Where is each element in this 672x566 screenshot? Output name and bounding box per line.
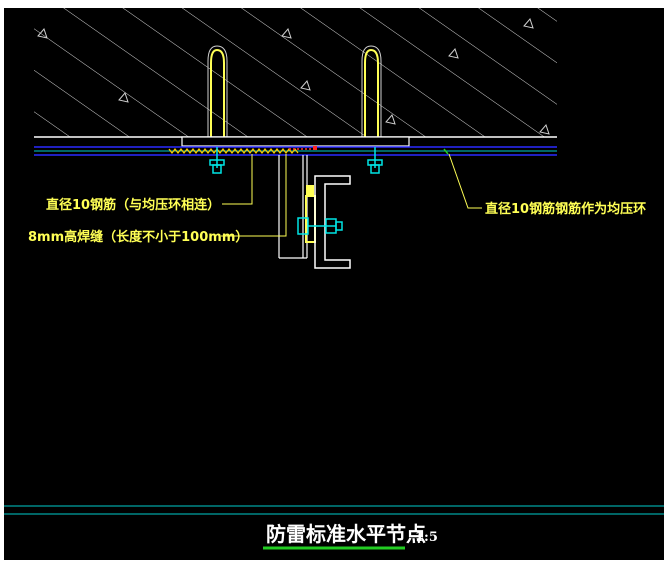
leader-right-rebar — [448, 153, 482, 209]
bracket-weld-top — [306, 185, 314, 195]
concrete-hatch-area — [34, 8, 557, 137]
label-left-rebar: 直径10钢筋（与均压环相连） — [46, 197, 220, 213]
bracket-bolt — [297, 217, 343, 235]
leader-weld — [221, 154, 287, 237]
steel-channel-section — [314, 175, 351, 269]
drawing-title: 防雷标准水平节点 — [266, 522, 426, 546]
weld-point-red — [313, 146, 317, 150]
weld-rebar-zigzag — [168, 148, 299, 154]
anchor-bar-left — [210, 48, 225, 139]
bolt-left — [209, 147, 225, 174]
cad-drawing-canvas: 直径10钢筋（与均压环相连） 8mm高焊缝（长度不小于100mm） 直径10钢筋… — [4, 8, 664, 560]
right-rebar-mark — [443, 148, 449, 155]
beam-lines — [34, 146, 557, 156]
label-right-rebar: 直径10钢筋钢筋作为均压环 — [485, 201, 646, 217]
leader-lines — [221, 153, 482, 237]
anchor-bar-right — [364, 48, 379, 139]
embedded-steel-plate — [181, 136, 410, 147]
steel-bracket — [278, 155, 308, 259]
lightning-protection-node-diagram: 直径10钢筋（与均压环相连） 8mm高焊缝（长度不小于100mm） 直径10钢筋… — [4, 8, 664, 550]
anchor-bar-left-outline — [207, 45, 228, 139]
anchor-bar-right-outline — [361, 45, 382, 139]
leader-left-rebar — [222, 154, 253, 205]
drawing-scale: 1:5 — [415, 530, 438, 545]
label-weld: 8mm高焊缝（长度不小于100mm） — [28, 229, 248, 245]
bolt-right — [367, 147, 383, 174]
